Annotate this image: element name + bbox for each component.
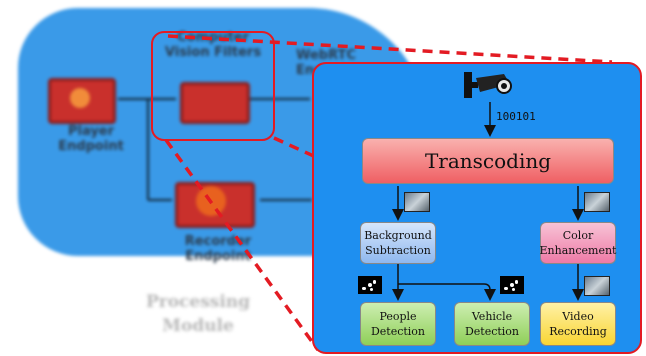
frame-thumbnail-right (584, 192, 610, 212)
background-subtraction-box: Background Subtraction (360, 222, 436, 264)
processing-module-label: Processing Module (145, 292, 251, 336)
transcoding-box: Transcoding (362, 138, 614, 184)
transcoding-label: Transcoding (424, 148, 552, 173)
callout-line-top (167, 34, 613, 64)
blob-thumbnail-left (358, 276, 382, 294)
camera-icon (464, 72, 512, 98)
background-subtraction-label: Background Subtraction (364, 229, 432, 257)
highlight-rectangle (151, 31, 275, 141)
zoom-arrows (392, 102, 584, 301)
player-play-icon (70, 88, 90, 108)
people-detection-box: People Detection (360, 302, 436, 346)
color-enhancement-box: Color Enhancement (540, 222, 616, 264)
vehicle-detection-label: Vehicle Detection (464, 310, 520, 338)
callout-line-right (273, 136, 319, 160)
vehicle-detection-box: Vehicle Detection (454, 302, 530, 346)
bitstream-label: 100101 (496, 110, 536, 123)
filter-node (180, 82, 250, 124)
color-enhancement-label: Color Enhancement (539, 229, 617, 257)
callout-line-bottom (164, 138, 320, 352)
filters-label: Computer Vision Filters (164, 30, 262, 60)
video-recording-label: Video Recording (549, 310, 607, 338)
frame-thumbnail-left (404, 192, 430, 212)
zoom-panel: 100101 Transcoding Background Subtractio… (312, 62, 642, 354)
player-endpoint-label: Player Endpoint (58, 124, 124, 154)
video-recording-box: Video Recording (540, 302, 616, 346)
blob-thumbnail-right (500, 276, 524, 294)
people-detection-label: People Detection (370, 310, 426, 338)
frame-thumbnail-recording (584, 276, 610, 296)
